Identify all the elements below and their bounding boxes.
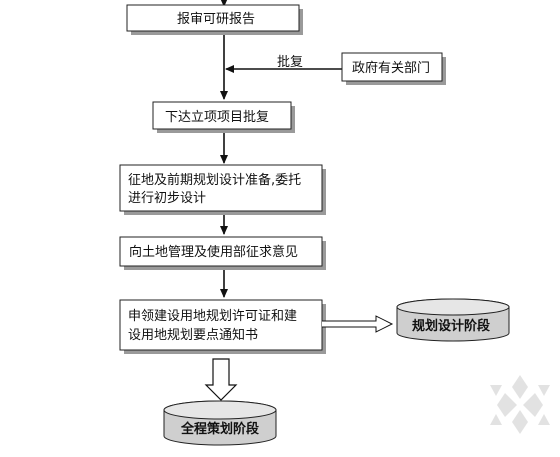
step-1-box: 报审可研报告	[126, 4, 303, 35]
full-stage-arrow	[204, 358, 238, 401]
step-2-label: 下达立项项目批复	[165, 110, 269, 125]
step-4-box: 向土地管理及使用部征求意见	[119, 236, 326, 270]
step-1-label: 报审可研报告	[177, 12, 255, 27]
step-3-line-2: 进行初步设计	[128, 191, 206, 206]
step-4-label: 向土地管理及使用部征求意见	[129, 244, 298, 260]
design-stage-label: 规划设计阶段	[412, 318, 490, 334]
design-stage-arrow	[322, 315, 394, 333]
step-2-box: 下达立项项目批复	[152, 101, 295, 133]
government-label: 政府有关部门	[352, 61, 430, 76]
full-stage-cylinder: 全程策划阶段	[163, 400, 277, 446]
step-5-box: 申领建设用地规划许可证和建 设用地规划要点通知书	[119, 299, 326, 354]
step-3-box: 征地及前期规划设计准备,委托 进行初步设计	[119, 164, 326, 215]
design-stage-cylinder: 规划设计阶段	[396, 298, 510, 342]
approve-label: 批复	[277, 55, 303, 70]
step-5-line-2: 设用地规划要点通知书	[128, 327, 258, 343]
watermark-logo	[490, 375, 550, 434]
step-3-line-1: 征地及前期规划设计准备,委托	[128, 172, 301, 188]
full-stage-label: 全程策划阶段	[180, 421, 259, 437]
government-box: 政府有关部门	[341, 52, 446, 85]
step-5-line-1: 申领建设用地规划许可证和建	[128, 309, 297, 324]
